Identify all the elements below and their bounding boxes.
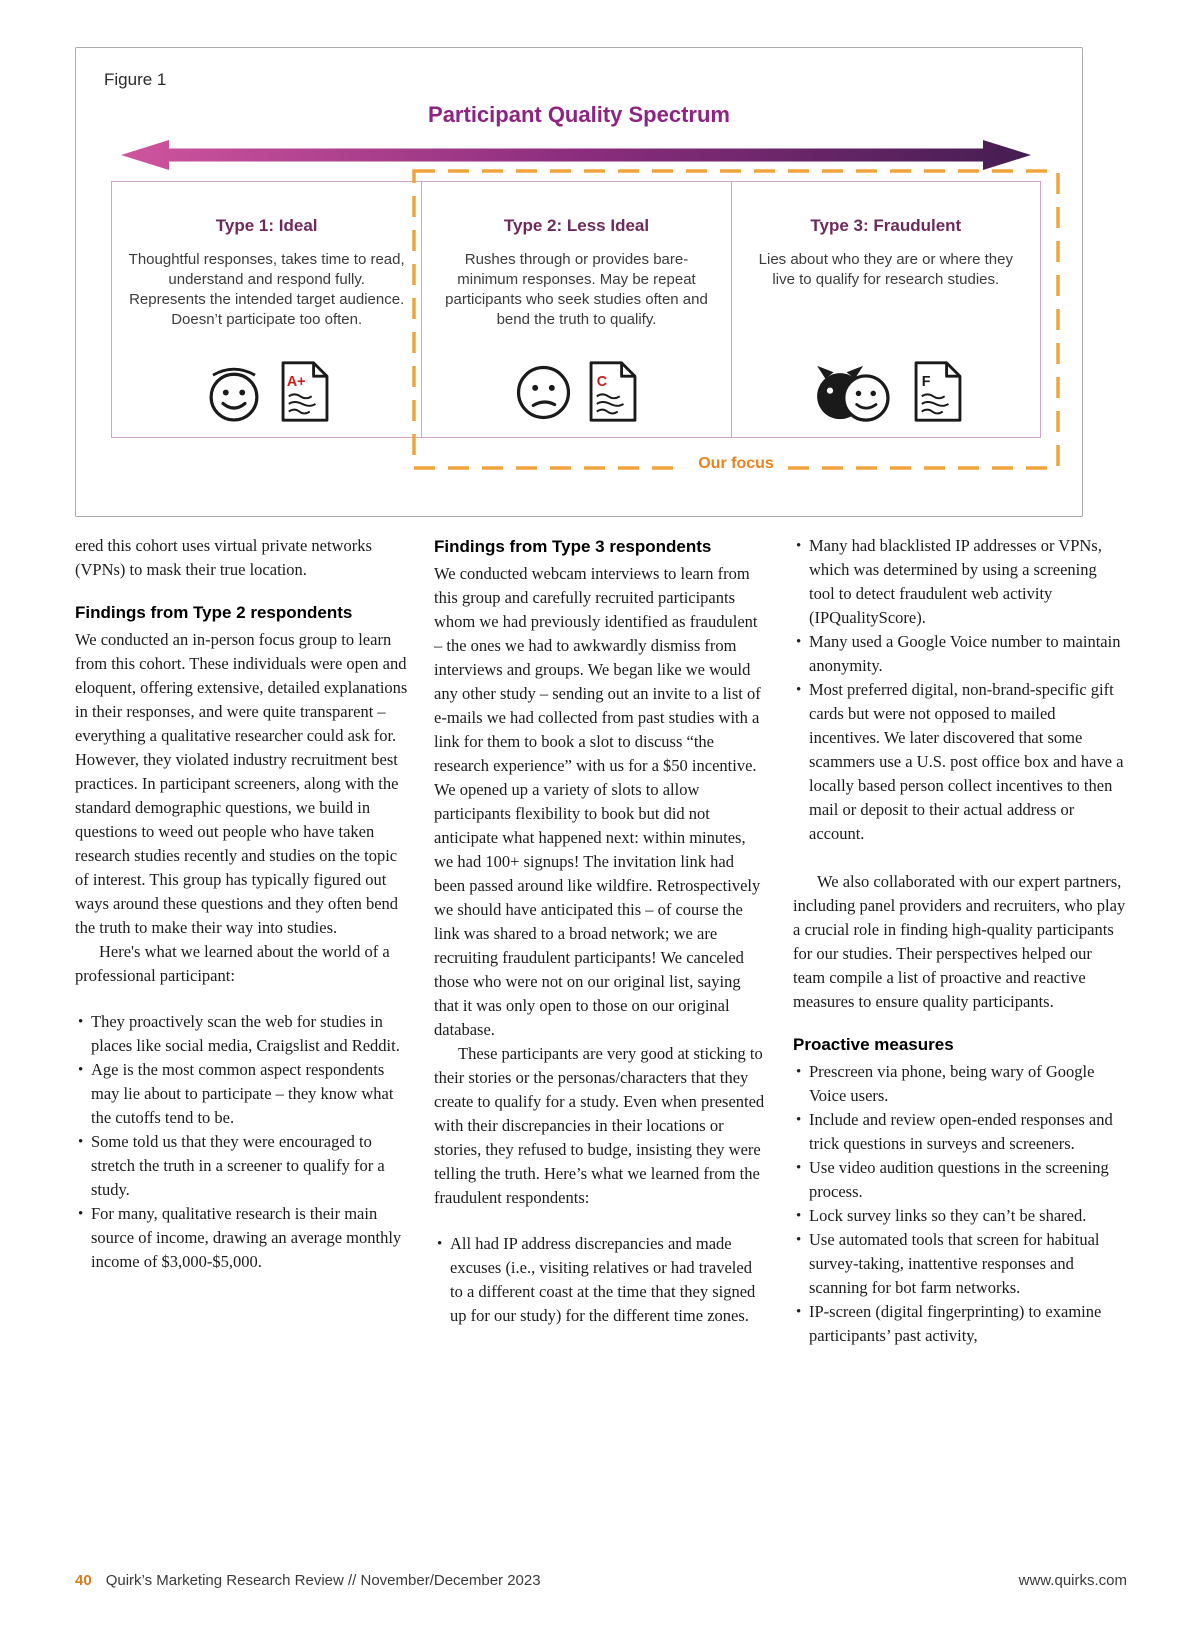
confused-face-icon [516,365,571,420]
type-3-box: Type 3: Fraudulent Lies about who they a… [730,182,1040,437]
bullet-item: Prescreen via phone, being wary of Googl… [793,1060,1126,1108]
devil-behind-smiley-mask-icon [816,365,890,422]
happy-face-icon [209,367,259,422]
heading-findings-type-3: Findings from Type 3 respondents [434,537,712,556]
bullet-item: All had IP address discrepancies and mad… [434,1232,767,1328]
type-2-box: Type 2: Less Ideal Rushes through or pro… [421,182,730,437]
bullet-item: Some told us that they were encouraged t… [75,1130,408,1202]
type-2-heading: Type 2: Less Ideal [503,216,650,235]
type-3-icons: F [732,360,1040,423]
grade-c: C [597,374,607,390]
bullet-item: Lock survey links so they can’t be share… [793,1204,1126,1228]
type-3-heading: Type 3: Fraudulent [810,216,962,235]
type-1-icons: A+ [112,360,421,423]
type-2-icons: C [422,360,730,423]
page-footer: 40 Quirk’s Marketing Research Review // N… [75,1572,1127,1589]
bullet-item: For many, qualitative research is their … [75,1202,408,1274]
type-2-learnings-list: They proactively scan the web for studie… [75,1010,408,1274]
figure-title: Participant Quality Spectrum [428,102,730,127]
type-3-learnings-list-continued: Many had blacklisted IP addresses or VPN… [793,534,1126,846]
bullet-item: Include and review open-ended responses … [793,1108,1126,1156]
bullet-item: Use automated tools that screen for habi… [793,1228,1126,1300]
bullet-item: IP-screen (digital fingerprinting) to ex… [793,1300,1126,1348]
grade-f: F [922,374,931,390]
article-paragraph: We conducted webcam interviews to learn … [434,564,761,1039]
our-focus-label-wrap: Our focus [412,455,1060,473]
column-1: ered this cohort uses virtual private ne… [75,534,408,1348]
article-paragraph: Here's what we learned about the world o… [75,942,390,985]
paragraph-continuation: ered this cohort uses virtual private ne… [75,536,372,579]
graded-paper-f-icon: F [914,361,962,422]
bullet-item: Many had blacklisted IP addresses or VPN… [793,534,1126,630]
type-1-heading: Type 1: Ideal [215,216,318,235]
footer-website: www.quirks.com [1018,1572,1127,1589]
graded-paper-a-plus-icon: A+ [281,361,329,422]
bullet-item: Many used a Google Voice number to maint… [793,630,1126,678]
type-boxes-row: Type 1: Ideal Thoughtful responses, take… [111,181,1041,438]
publication-name: Quirk’s Marketing Research Review // Nov… [105,1572,541,1589]
our-focus-label: Our focus [686,455,786,473]
article-columns: ered this cohort uses virtual private ne… [75,534,1127,1348]
bullet-item: Most preferred digital, non-brand-specif… [793,678,1126,846]
bullet-item: They proactively scan the web for studie… [75,1010,408,1058]
type-1-box: Type 1: Ideal Thoughtful responses, take… [112,182,421,437]
heading-proactive-measures: Proactive measures [793,1035,954,1054]
grade-a-plus: A+ [287,374,306,390]
article-paragraph: These participants are very good at stic… [434,1044,765,1207]
type-3-learnings-list: All had IP address discrepancies and mad… [434,1232,767,1328]
article-paragraph: We conducted an in-person focus group to… [75,630,408,937]
spectrum-arrow [121,140,1031,170]
type-1-description: Thoughtful responses, takes time to read… [128,251,405,328]
type-2-description: Rushes through or provides bare-minimum … [445,251,708,328]
type-3-description: Lies about who they are or where they li… [758,251,1013,288]
bullet-item: Use video audition questions in the scre… [793,1156,1126,1204]
our-focus-dashed-outline [412,169,1060,470]
graded-paper-c-icon: C [589,361,637,422]
proactive-measures-list: Prescreen via phone, being wary of Googl… [793,1060,1126,1348]
column-2: Findings from Type 3 respondents We cond… [434,534,767,1348]
article-paragraph: We also collaborated with our expert par… [793,872,1126,1011]
page-number: 40 [75,1572,92,1589]
bullet-item: Age is the most common aspect respondent… [75,1058,408,1130]
footer-left: 40 Quirk’s Marketing Research Review // N… [75,1572,541,1589]
column-3: Many had blacklisted IP addresses or VPN… [793,534,1126,1348]
heading-findings-type-2: Findings from Type 2 respondents [75,603,353,622]
figure-1: Figure 1 Participant Quality Spectrum Ty… [75,47,1083,517]
figure-label: Figure 1 [104,70,167,89]
